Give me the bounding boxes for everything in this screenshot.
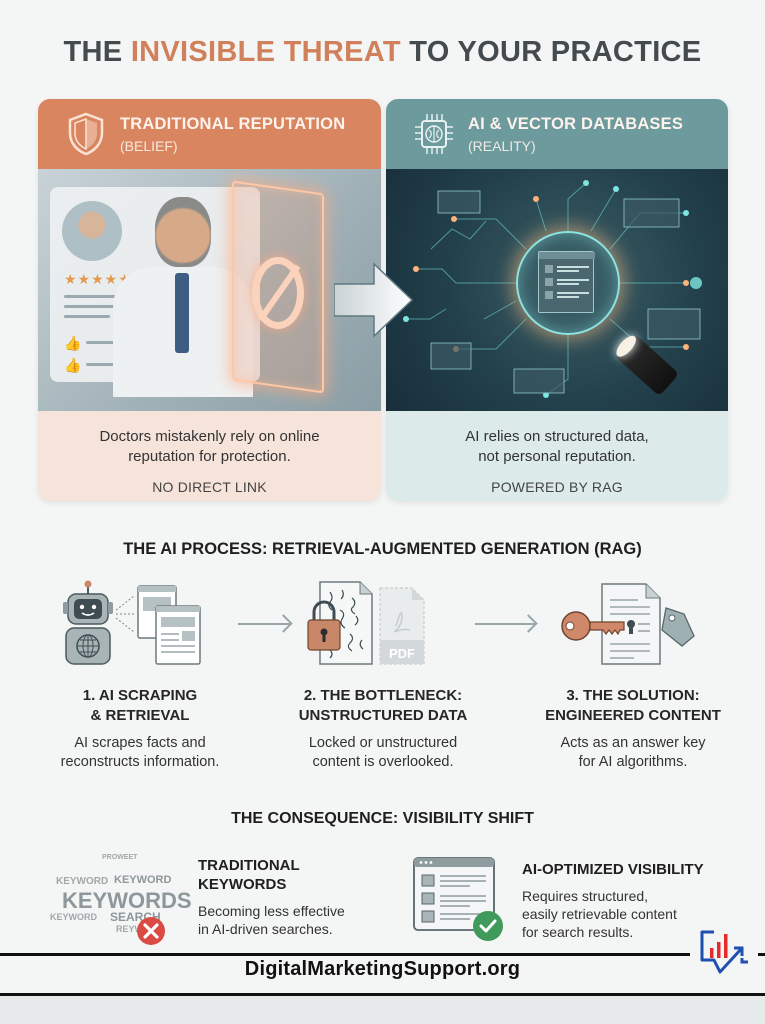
- thumbs-up-icon: 👍: [64, 357, 82, 373]
- process-section-title: THE AI PROCESS: RETRIEVAL-AUGMENTED GENE…: [123, 540, 642, 558]
- step-title: 3. THE SOLUTION:: [566, 687, 700, 704]
- prohibited-icon: [252, 257, 304, 329]
- process-arrow-icon: [238, 623, 290, 625]
- process-step-2: 2. THE BOTTLENECK: UNSTRUCTURED DATA Loc…: [268, 686, 498, 772]
- doctor-figure: [103, 189, 253, 397]
- caption-line: AI relies on structured data,: [465, 428, 649, 445]
- step-title: ENGINEERED CONTENT: [545, 707, 721, 724]
- right-arrow-icon: [334, 262, 414, 338]
- step-title: 2. THE BOTTLENECK:: [303, 687, 463, 704]
- footer-divider: [0, 993, 765, 996]
- panel-subheading: (BELIEF): [120, 137, 178, 154]
- circuit-network: [403, 180, 702, 398]
- footer-band: [0, 996, 765, 1024]
- traditional-reputation-panel: TRADITIONAL REPUTATION (BELIEF) ★★★★★ 👍 …: [38, 99, 381, 501]
- process-step-3: 3. THE SOLUTION: ENGINEERED CONTENT Acts…: [518, 686, 748, 772]
- caption-line: Doctors mistakenly rely on online: [99, 428, 320, 445]
- caption-line: reputation for protection.: [128, 448, 291, 465]
- step-title: & RETRIEVAL: [90, 707, 190, 724]
- key-document-tag-icon: [561, 583, 695, 665]
- ai-vector-databases-panel: AI & VECTOR DATABASES (REALITY): [386, 99, 728, 501]
- robot-scraping-icon: [63, 580, 201, 665]
- ai-chip-brain-icon: [415, 114, 453, 154]
- step-description: AI scrapes facts and reconstructs inform…: [60, 735, 220, 770]
- error-x-icon: [137, 917, 165, 945]
- doctor-profile-blocked-illustration: ★★★★★ 👍 👍: [38, 169, 381, 411]
- avatar: [62, 201, 122, 261]
- process-step-1: 1. AI SCRAPING & RETRIEVAL AI scrapes fa…: [25, 686, 255, 772]
- document-window-icon: [538, 251, 595, 313]
- traditional-keywords-item: TRADITIONAL KEYWORDS Becoming less effec…: [198, 856, 388, 938]
- footer-divider: [0, 953, 690, 956]
- panel-subheading: (REALITY): [468, 137, 536, 154]
- keyword-cloud-x-icon: PROWEET KEYWORD KEYWORD KEYWORDS KEYWORD…: [50, 852, 192, 945]
- title-accent: INVISIBLE THREAT: [130, 36, 401, 68]
- star-rating-icon: ★★★★★: [64, 271, 132, 287]
- step-title: UNSTRUCTURED DATA: [298, 707, 468, 724]
- svg-text:PDF: PDF: [389, 646, 415, 661]
- item-title: KEYWORDS: [198, 876, 287, 893]
- chart-speech-bubble-logo-icon: [700, 930, 748, 974]
- structured-page-check-icon: [413, 857, 503, 941]
- shield-icon: [68, 112, 104, 156]
- panel-header: TRADITIONAL REPUTATION (BELIEF): [38, 99, 381, 169]
- step-description: Locked or unstructured content is overlo…: [308, 735, 458, 770]
- ai-data-network-illustration: [386, 169, 728, 411]
- panel-tag: POWERED BY RAG: [491, 479, 623, 495]
- panel-header: AI & VECTOR DATABASES (REALITY): [386, 99, 728, 169]
- item-title: TRADITIONAL: [198, 857, 300, 874]
- step-description: Acts as an answer key for AI algorithms.: [560, 735, 706, 770]
- panel-heading: TRADITIONAL REPUTATION: [120, 114, 346, 133]
- step-title: 1. AI SCRAPING: [82, 687, 198, 704]
- process-arrow-icon: [475, 623, 535, 625]
- thumbs-up-icon: 👍: [64, 335, 82, 351]
- panel-caption: AI relies on structured data, not person…: [386, 411, 728, 501]
- title-part1: THE: [63, 36, 131, 68]
- ai-optimized-visibility-item: AI-OPTIMIZED VISIBILITY Requires structu…: [522, 860, 722, 941]
- page-title: THE INVISIBLE THREAT TO YOUR PRACTICE: [0, 36, 765, 69]
- panel-heading: AI & VECTOR DATABASES: [468, 114, 684, 133]
- caption-line: not personal reputation.: [478, 448, 636, 465]
- locked-document-pdf-icon: PDF: [307, 581, 425, 665]
- panel-tag: NO DIRECT LINK: [152, 479, 267, 495]
- item-description: Requires structured, easily retrievable …: [522, 888, 677, 940]
- item-title: AI-OPTIMIZED VISIBILITY: [522, 861, 704, 878]
- consequence-section-title: THE CONSEQUENCE: VISIBILITY SHIFT: [231, 810, 534, 827]
- item-description: Becoming less effective in AI-driven sea…: [198, 903, 345, 937]
- site-name: DigitalMarketingSupport.org: [244, 958, 521, 980]
- title-part2: TO YOUR PRACTICE: [400, 36, 702, 68]
- panel-caption: Doctors mistakenly rely on online reputa…: [38, 411, 381, 501]
- footer-divider: [758, 953, 765, 956]
